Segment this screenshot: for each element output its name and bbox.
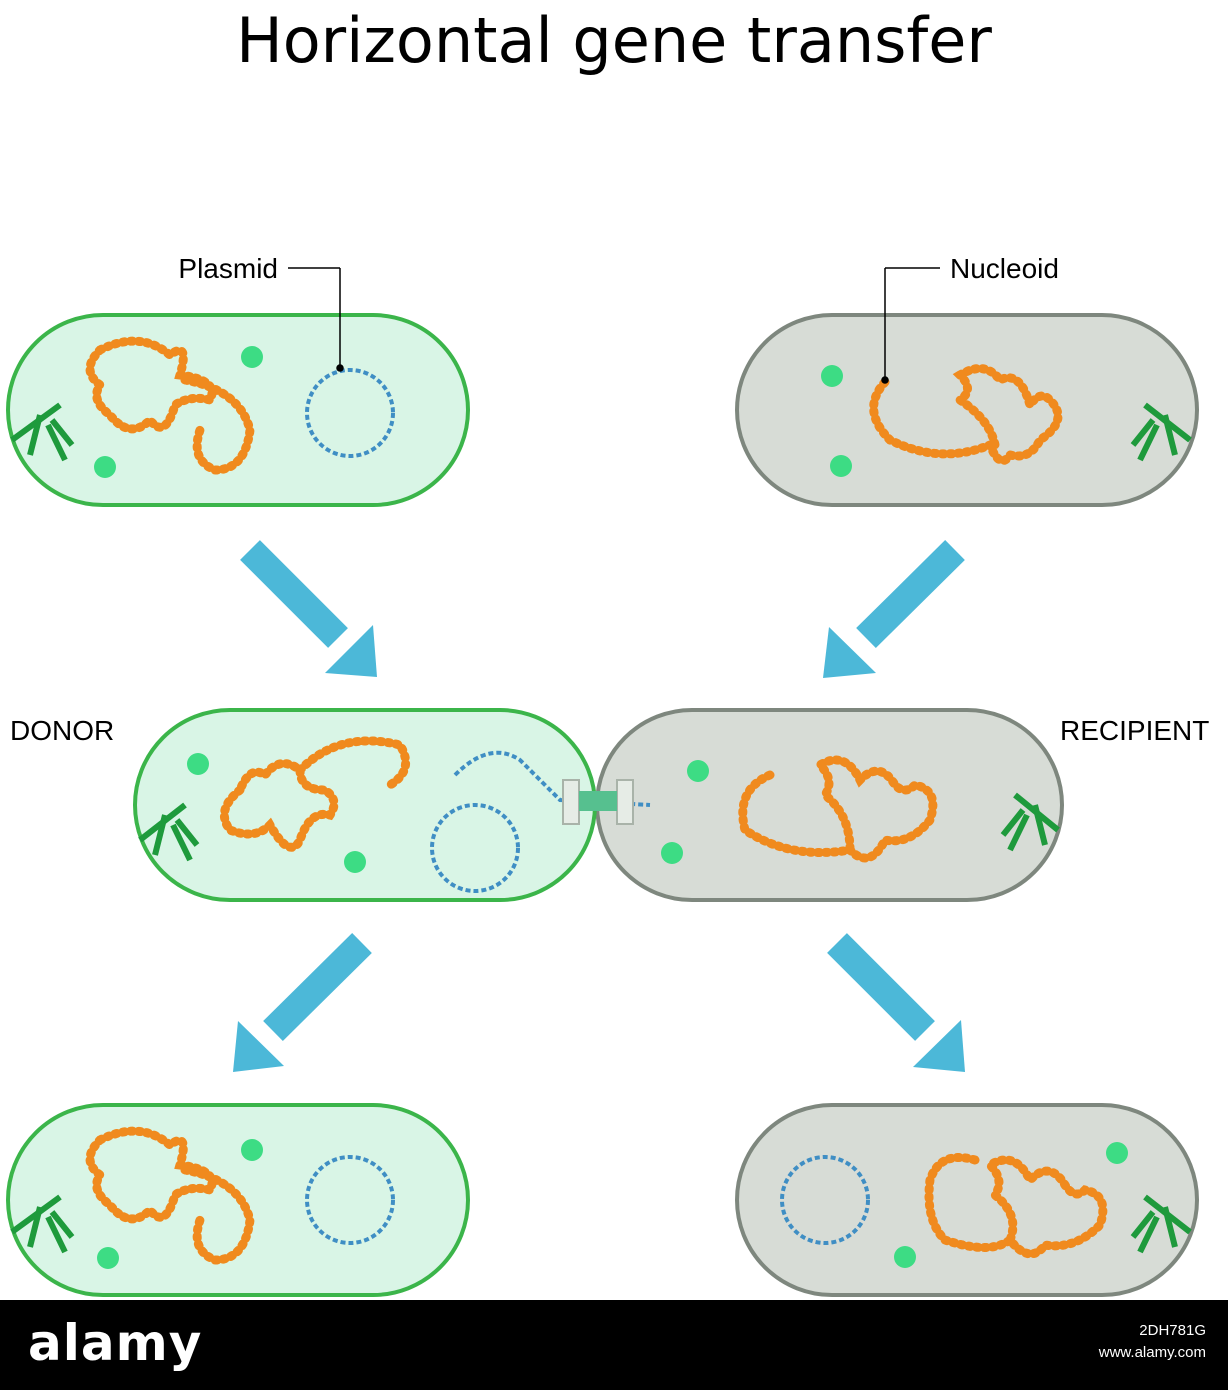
flagellum	[138, 802, 200, 862]
granule	[241, 1139, 263, 1161]
donor-label: DONOR	[10, 715, 114, 746]
arrow-down-left	[823, 540, 965, 678]
granule	[830, 455, 852, 477]
watermark-footer: alamy 2DH781G www.alamy.com	[0, 1300, 1228, 1390]
granule	[97, 1247, 119, 1269]
granule	[1106, 1142, 1128, 1164]
plasmid-strand	[453, 750, 651, 807]
recipient-cell-bottom	[735, 1103, 1199, 1297]
plasmid	[305, 368, 395, 458]
flagellum	[10, 1194, 75, 1254]
granule	[187, 753, 209, 775]
granule	[241, 346, 263, 368]
image-meta: 2DH781G www.alamy.com	[1099, 1320, 1206, 1364]
flagellum	[10, 402, 75, 462]
nucleoid-label: Nucleoid	[950, 253, 1059, 284]
flagellum	[1130, 1194, 1192, 1254]
granule	[344, 851, 366, 873]
arrow-down-right	[827, 933, 965, 1072]
plasmid	[780, 1155, 870, 1245]
recipient-cell-top	[735, 313, 1199, 507]
nucleoid	[219, 736, 411, 852]
arrow-down-left	[233, 933, 372, 1072]
gene-transfer-diagram: Horizontal gene transfer Plasmid Nucleoi…	[6, 4, 1209, 1297]
alamy-logo: alamy	[28, 1314, 203, 1372]
donor-cell-bottom	[6, 1103, 470, 1297]
arrow-down-right	[240, 540, 377, 677]
conjugation-bridge	[562, 779, 634, 825]
nucleoid	[85, 336, 255, 475]
recipient-cell-middle	[595, 708, 1064, 902]
donor-cell-top	[6, 313, 470, 507]
granule	[687, 760, 709, 782]
granule	[661, 842, 683, 864]
diagram-title: Horizontal gene transfer	[236, 4, 992, 77]
recipient-label: RECIPIENT	[1060, 715, 1209, 746]
donor-cell-middle	[133, 708, 651, 902]
granule	[894, 1246, 916, 1268]
plasmid-label: Plasmid	[178, 253, 278, 284]
nucleoid	[869, 364, 1063, 465]
image-id: 2DH781G	[1139, 1322, 1206, 1339]
nucleoid	[924, 1153, 1108, 1259]
granule	[94, 456, 116, 478]
flagellum	[1000, 792, 1060, 852]
plasmid	[430, 803, 520, 893]
nucleoid	[738, 755, 938, 863]
granule	[821, 365, 843, 387]
nucleoid	[85, 1126, 255, 1265]
plasmid	[305, 1155, 395, 1245]
site-url: www.alamy.com	[1098, 1344, 1206, 1361]
flagellum	[1130, 402, 1192, 462]
